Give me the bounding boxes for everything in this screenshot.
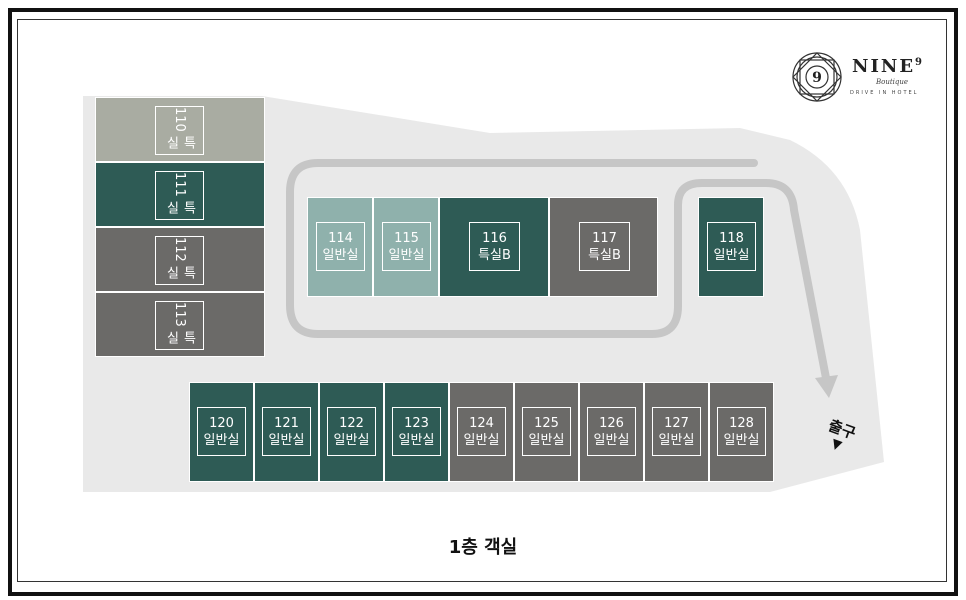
logo-superscript: 9	[915, 57, 925, 68]
room-number: 125	[534, 415, 559, 431]
logo-mandala-icon: 9	[792, 52, 842, 102]
room-number: 118	[719, 230, 744, 246]
room-113[interactable]: 113 특실	[95, 292, 265, 357]
room-type: 특실	[163, 201, 196, 215]
room-number: 115	[394, 230, 419, 246]
hotel-logo: 9 NINE9 Boutique DRIVE IN HOTEL	[790, 52, 930, 102]
room-type: 일반실	[203, 432, 240, 448]
logo-mark-number: 9	[812, 70, 822, 86]
room-type: 일반실	[398, 432, 435, 448]
room-type: 일반실	[322, 247, 359, 263]
room-113-label: 113 특실	[155, 301, 204, 350]
room-type: 일반실	[333, 432, 370, 448]
logo-name-text: NINE	[852, 56, 916, 77]
room-type: 특실	[163, 266, 196, 280]
room-110[interactable]: 110 특실	[95, 97, 265, 162]
logo-script: Boutique	[876, 78, 909, 86]
floor-caption: 1층 객실	[448, 537, 518, 558]
room-number: 124	[469, 415, 494, 431]
room-110-label: 110 특실	[155, 106, 204, 155]
room-type: 일반실	[463, 432, 500, 448]
room-number: 117	[592, 230, 617, 246]
room-number: 123	[404, 415, 429, 431]
route-arrowhead	[815, 375, 838, 398]
outer-frame	[8, 8, 958, 596]
logo-tagline: DRIVE IN HOTEL	[850, 90, 919, 96]
room-number: 113	[172, 302, 187, 327]
logo-name: NINE9	[852, 56, 924, 77]
room-number: 127	[664, 415, 689, 431]
room-number: 126	[599, 415, 624, 431]
room-type: 특실	[163, 136, 196, 150]
driving-route-loop	[286, 159, 830, 382]
room-type: 일반실	[713, 247, 750, 263]
room-type: 일반실	[658, 432, 695, 448]
room-number: 121	[274, 415, 299, 431]
room-type: 특실B	[478, 247, 511, 263]
room-number: 110	[172, 107, 187, 132]
room-number: 120	[209, 415, 234, 431]
room-number: 116	[482, 230, 507, 246]
room-112-label: 112 특실	[155, 236, 204, 285]
room-111[interactable]: 111 특실	[95, 162, 265, 227]
room-111-label: 111 특실	[155, 171, 204, 220]
room-number: 112	[172, 237, 187, 262]
room-type: 특실	[163, 331, 196, 345]
room-112[interactable]: 112 특실	[95, 227, 265, 292]
room-number: 122	[339, 415, 364, 431]
inner-frame	[17, 19, 947, 582]
room-type: 일반실	[528, 432, 565, 448]
room-number: 111	[172, 172, 187, 197]
room-type: 일반실	[268, 432, 305, 448]
room-type: 일반실	[723, 432, 760, 448]
room-type: 일반실	[388, 247, 425, 263]
room-number: 128	[729, 415, 754, 431]
room-type: 일반실	[593, 432, 630, 448]
room-type: 특실B	[588, 247, 621, 263]
room-number: 114	[328, 230, 353, 246]
